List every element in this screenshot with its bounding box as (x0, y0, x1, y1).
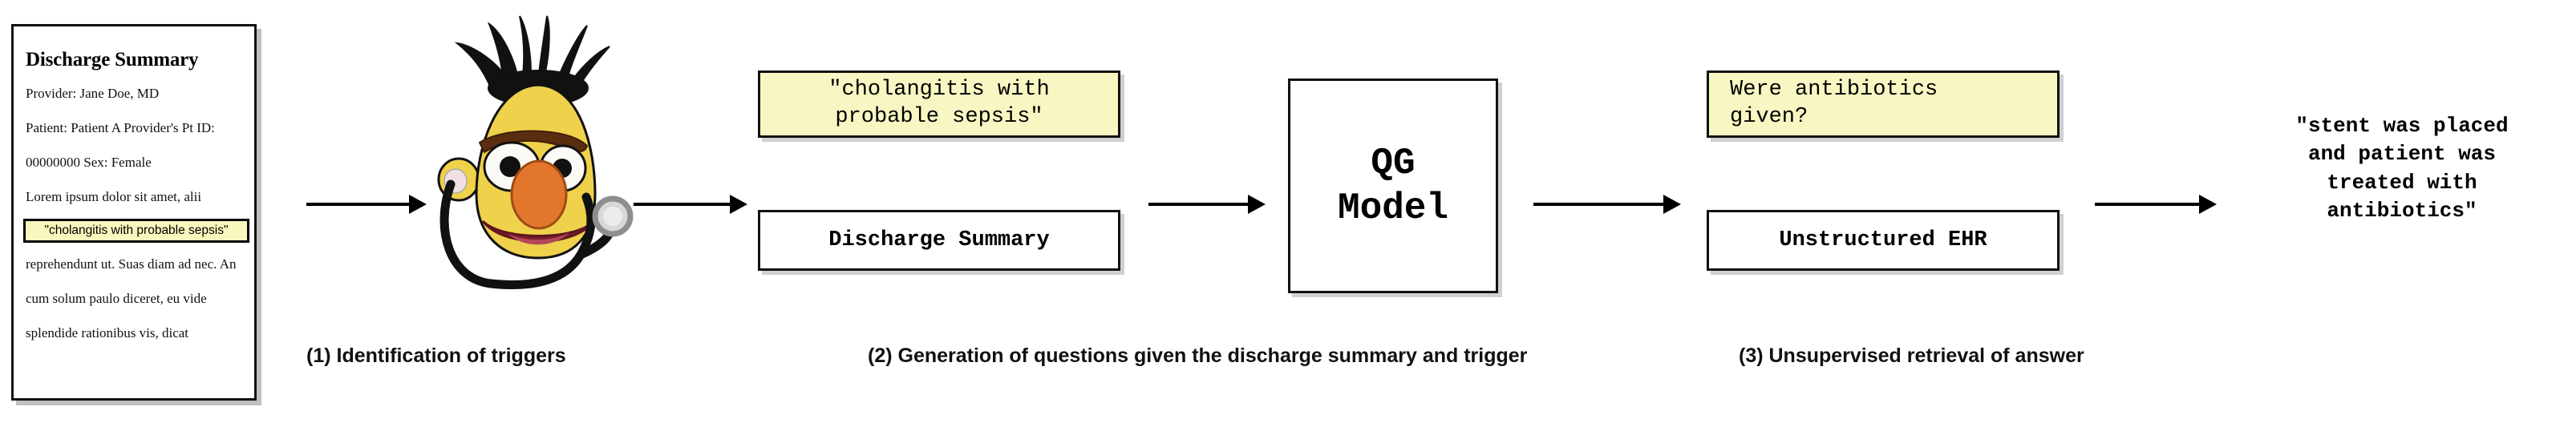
arrow-retrieval-to-answer (2095, 194, 2217, 215)
answer-line-3: treated with (2327, 170, 2477, 195)
bert-mascot (423, 14, 680, 319)
stethoscope-tube-icon (439, 179, 596, 289)
arrow-head (1248, 195, 1266, 214)
arrow-document-to-model (306, 194, 427, 215)
document-line-id-sex: 00000000 Sex: Female (26, 155, 152, 170)
stethoscope-chestpiece-icon (592, 195, 634, 237)
arrow-shaft (634, 203, 731, 206)
document-line-body-3: cum solum paulo diceret, eu vide (26, 291, 207, 306)
discharge-summary-box-label: Discharge Summary (828, 228, 1050, 252)
retrieved-answer-text: "stent was placed and patient was treate… (2238, 112, 2566, 225)
arrow-shaft (2095, 203, 2200, 206)
arrow-head (409, 195, 427, 214)
discharge-summary-document: Discharge Summary Provider: Jane Doe, MD… (11, 24, 257, 401)
caption-step-3: (3) Unsupervised retrieval of answer (1739, 344, 2084, 367)
tongue-icon (508, 232, 569, 245)
document-line-provider: Provider: Jane Doe, MD (26, 86, 160, 101)
caption-step-1: (1) Identification of triggers (306, 344, 566, 367)
trigger-box: "cholangitis with probable sepsis" (758, 70, 1120, 138)
discharge-summary-box: Discharge Summary (758, 210, 1120, 271)
document-line-body-2: reprehendunt ut. Suas diam ad nec. An (26, 256, 237, 272)
highlighted-trigger-phrase: "cholangitis with probable sepsis" (23, 219, 249, 243)
document-title: Discharge Summary (26, 49, 199, 70)
trigger-text-line-1: "cholangitis with (828, 78, 1050, 103)
arrow-shaft (1533, 203, 1664, 206)
arrow-model-to-generation (634, 194, 747, 215)
document-line-body-4: splendide rationibus vis, dicat (26, 325, 189, 340)
arrow-shaft (306, 203, 410, 206)
bert-mascot-illustration (437, 15, 634, 289)
question-text-line-1: Were antibiotics (1730, 78, 1938, 103)
answer-line-2: and patient was (2307, 142, 2497, 167)
unstructured-ehr-box: Unstructured EHR (1707, 210, 2060, 271)
arrow-head (1663, 195, 1681, 214)
arrow-inputs-to-qg-model (1148, 194, 1266, 215)
qg-model-box: QG Model (1288, 79, 1498, 293)
qg-model-line-2: Model (1337, 187, 1449, 229)
answer-line-1: "stent was placed (2295, 114, 2509, 138)
generated-question-box: Were antibiotics given? (1707, 70, 2060, 138)
document-line-body-1: Lorem ipsum dolor sit amet, alii (26, 189, 202, 204)
question-text-line-2: given? (1730, 105, 1808, 129)
unstructured-ehr-label: Unstructured EHR (1779, 228, 1987, 252)
nose-icon (510, 159, 568, 230)
arrow-shaft (1148, 203, 1249, 206)
trigger-text-line-2: probable sepsis" (835, 105, 1043, 129)
answer-line-4: antibiotics" (2327, 199, 2477, 224)
caption-step-2: (2) Generation of questions given the di… (868, 344, 1528, 367)
document-line-patient: Patient: Patient A Provider's Pt ID: (26, 120, 215, 135)
arrow-head (730, 195, 747, 214)
qg-model-line-1: QG (1371, 142, 1416, 184)
arrow-head (2199, 195, 2217, 214)
arrow-qg-model-to-retrieval (1533, 194, 1681, 215)
